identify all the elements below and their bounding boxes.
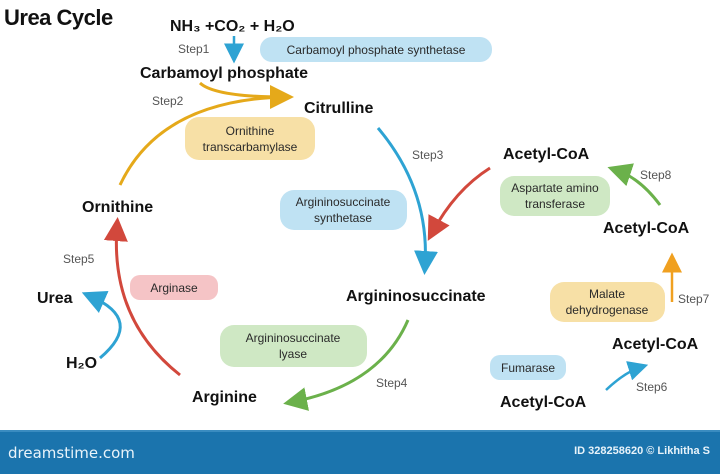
- molecule-arginine: Arginine: [192, 389, 257, 406]
- enzyme-arginase: Arginase: [130, 275, 218, 300]
- step-label: Step3: [412, 148, 444, 162]
- molecule-h2o: H₂O: [66, 355, 97, 372]
- arrow-aspartate: [427, 166, 491, 241]
- enzyme-argininosuccinate-synthetase: Argininosuccinate synthetase: [280, 190, 407, 230]
- svg-text:Argininosuccinate: Argininosuccinate: [296, 195, 391, 209]
- svg-text:Fumarase: Fumarase: [501, 361, 555, 375]
- enzyme-aspartate-aminotransferase: Aspartate amino transferase: [500, 176, 610, 216]
- enzyme-carbamoyl-phosphate-synthetase: Carbamoyl phosphate synthetase: [260, 37, 492, 62]
- svg-text:lyase: lyase: [279, 347, 307, 361]
- step-label: Step5: [63, 252, 95, 266]
- molecule-argininosuccinate: Argininosuccinate: [346, 288, 486, 305]
- enzyme-fumarase: Fumarase: [490, 355, 566, 380]
- svg-text:Argininosuccinate: Argininosuccinate: [246, 331, 341, 345]
- urea-cycle-diagram: Carbamoyl phosphate synthetase Ornithine…: [4, 5, 710, 411]
- svg-text:synthetase: synthetase: [314, 211, 372, 225]
- arrow-step2-carbamoyl: [198, 81, 294, 109]
- enzyme-ornithine-transcarbamylase: Ornithine transcarbamylase: [185, 117, 315, 160]
- diagram-title: Urea Cycle: [4, 5, 113, 30]
- step-label: Step2: [152, 94, 184, 108]
- step-label: Step1: [178, 42, 210, 56]
- step-label: Step8: [640, 168, 672, 182]
- svg-text:Malate: Malate: [589, 287, 625, 301]
- arrow-step5: [103, 217, 181, 377]
- svg-text:Arginase: Arginase: [150, 281, 198, 295]
- molecule-carbamoyl-phosphate: Carbamoyl phosphate: [140, 65, 308, 82]
- molecule-acetyl-coa: Acetyl-CoA: [500, 394, 587, 411]
- molecule-urea: Urea: [37, 290, 73, 307]
- molecule-reactants: NH₃ +CO₂ + H₂O: [170, 18, 295, 35]
- arrow-step2-ornithine: [118, 95, 286, 186]
- molecule-ornithine: Ornithine: [82, 199, 153, 216]
- arrow-step4: [283, 319, 410, 411]
- dreamstime-logo[interactable]: dreamstime.com: [8, 444, 135, 462]
- enzyme-malate-dehydrogenase: Malate dehydrogenase: [550, 282, 665, 322]
- enzyme-label: Carbamoyl phosphate synthetase: [287, 43, 466, 57]
- svg-text:dehydrogenase: dehydrogenase: [566, 303, 649, 317]
- step-label: Step7: [678, 292, 710, 306]
- molecule-acetyl-coa: Acetyl-CoA: [612, 336, 699, 353]
- svg-text:Aspartate amino: Aspartate amino: [511, 181, 599, 195]
- svg-text:transcarbamylase: transcarbamylase: [203, 140, 298, 154]
- arrow-step3: [376, 127, 438, 275]
- arrow-urea: [81, 291, 122, 360]
- enzyme-argininosuccinate-lyase: Argininosuccinate lyase: [220, 325, 367, 367]
- arrow-step6: [605, 361, 649, 391]
- image-credit: ID 328258620 © Likhitha S: [574, 445, 710, 457]
- svg-text:transferase: transferase: [525, 197, 585, 211]
- footer-bar: dreamstime.com ID 328258620 © Likhitha S: [0, 430, 720, 474]
- step-label: Step4: [376, 376, 408, 390]
- arrow-step8: [607, 163, 662, 206]
- step-label: Step6: [636, 380, 668, 394]
- svg-text:Ornithine: Ornithine: [226, 124, 275, 138]
- molecule-acetyl-coa: Acetyl-CoA: [503, 146, 590, 163]
- molecule-citrulline: Citrulline: [304, 100, 373, 117]
- molecule-acetyl-coa: Acetyl-CoA: [603, 220, 690, 237]
